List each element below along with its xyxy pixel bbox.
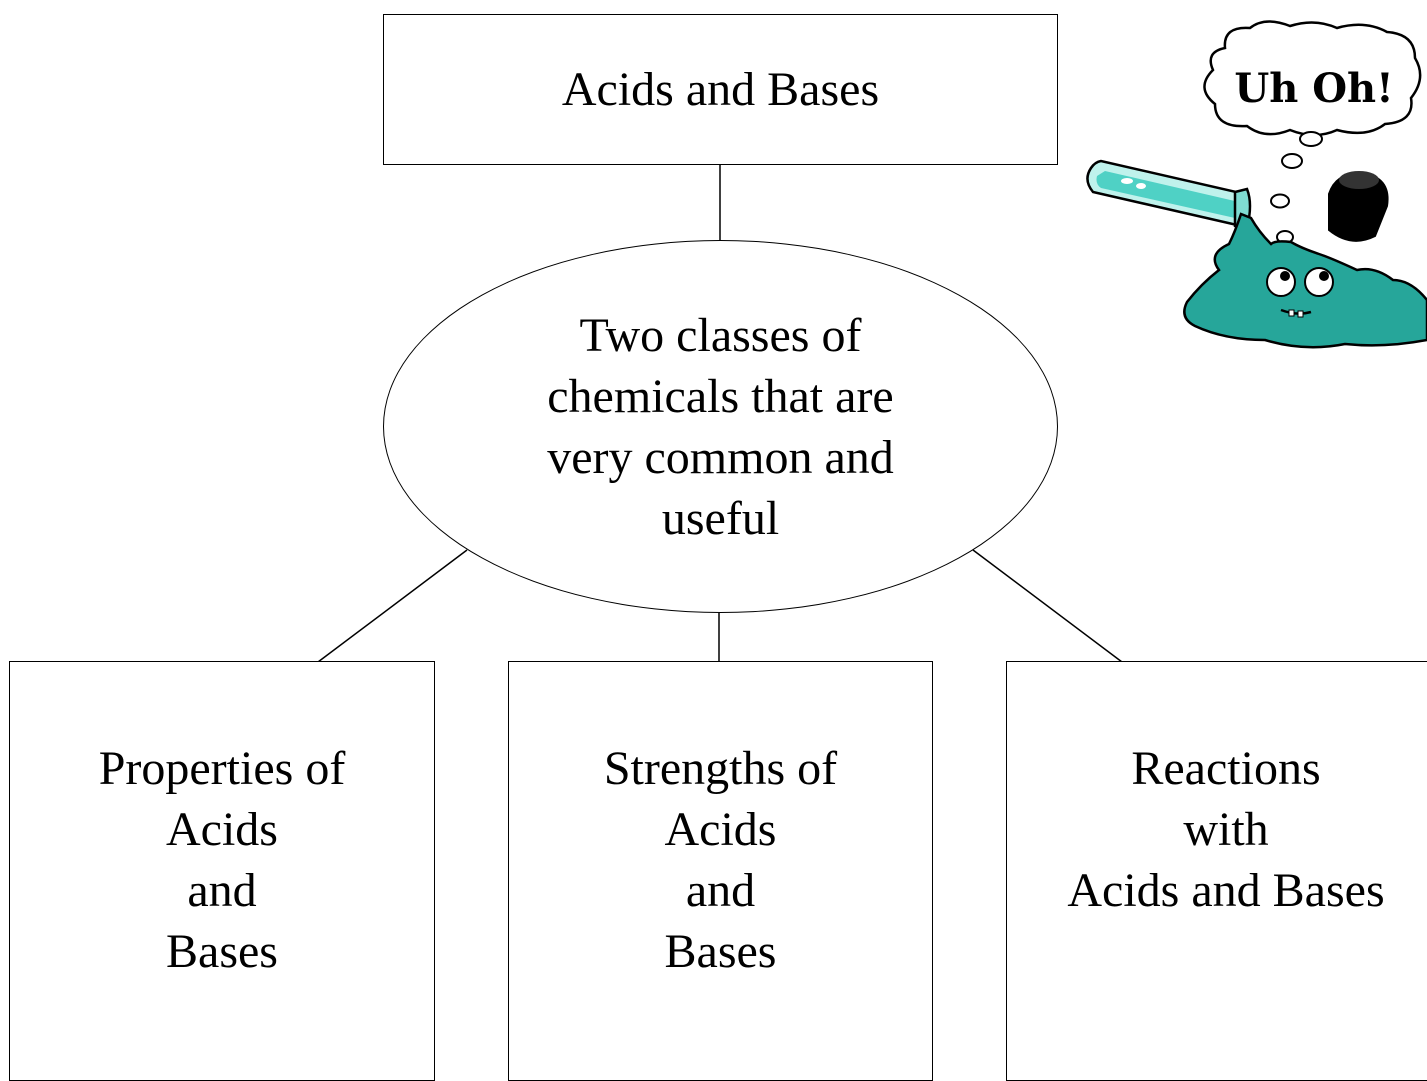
child-node-line: with bbox=[1014, 799, 1427, 860]
child-node-line: Bases bbox=[99, 921, 346, 982]
thought-dot bbox=[1271, 195, 1289, 208]
connector-definition-to-properties bbox=[318, 550, 467, 662]
tube-bubble bbox=[1121, 178, 1133, 184]
puddle-eye bbox=[1305, 268, 1333, 296]
child-node-text: Properties of Acids and Bases bbox=[99, 738, 346, 982]
definition-ellipse: Two classes of chemicals that are very c… bbox=[383, 240, 1058, 613]
root-node-acids-and-bases: Acids and Bases bbox=[383, 14, 1058, 165]
child-node-line: Reactions bbox=[1014, 738, 1427, 799]
child-node-line: Strengths of bbox=[604, 738, 837, 799]
connector-definition-to-reactions bbox=[973, 550, 1122, 662]
child-node-line: and bbox=[604, 860, 837, 921]
thought-dot bbox=[1300, 132, 1322, 146]
child-node-text: Strengths of Acids and Bases bbox=[604, 738, 837, 982]
root-node-label: Acids and Bases bbox=[562, 62, 879, 117]
child-node-line: and bbox=[99, 860, 346, 921]
child-node-line: Bases bbox=[604, 921, 837, 982]
test-tube bbox=[1087, 161, 1250, 228]
liquid-puddle bbox=[1184, 214, 1427, 347]
puddle-eye bbox=[1267, 268, 1295, 296]
child-node-line: Acids bbox=[604, 799, 837, 860]
stopper-icon bbox=[1329, 171, 1388, 241]
child-node-text: Reactions with Acids and Bases bbox=[1014, 738, 1427, 921]
definition-line: useful bbox=[511, 488, 931, 549]
child-node-properties: Properties of Acids and Bases bbox=[9, 661, 435, 1081]
spilled-test-tube-clipart: Uh Oh! bbox=[1075, 18, 1427, 363]
thought-dot bbox=[1282, 154, 1302, 168]
child-node-line: Properties of bbox=[99, 738, 346, 799]
definition-line: Two classes of bbox=[511, 305, 931, 366]
tube-bubble bbox=[1136, 183, 1146, 189]
definition-line: very common and bbox=[511, 427, 931, 488]
child-node-line: Acids and Bases bbox=[1014, 860, 1427, 921]
definition-text: Two classes of chemicals that are very c… bbox=[511, 305, 931, 549]
definition-line: chemicals that are bbox=[511, 366, 931, 427]
child-node-reactions: Reactions with Acids and Bases bbox=[1006, 661, 1427, 1081]
thought-bubble-text: Uh Oh! bbox=[1234, 65, 1393, 112]
child-node-strengths: Strengths of Acids and Bases bbox=[508, 661, 933, 1081]
child-node-line: Acids bbox=[99, 799, 346, 860]
